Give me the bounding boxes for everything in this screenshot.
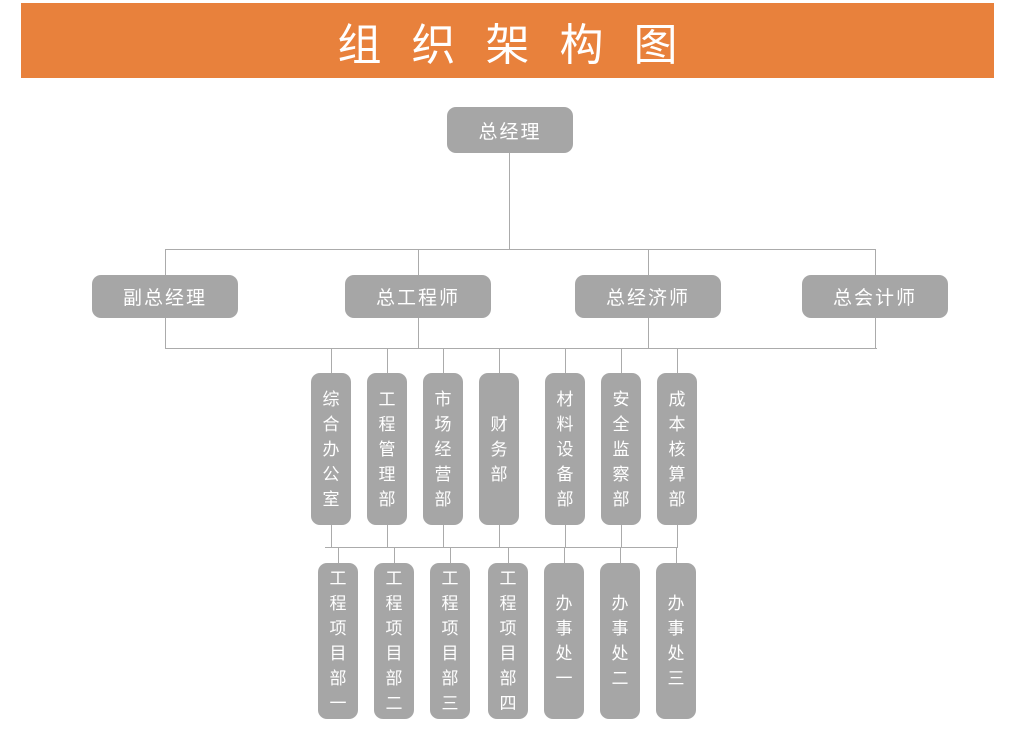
connector-line	[165, 249, 166, 275]
node-project-dept-4: 工程项目部四	[488, 563, 528, 719]
node-finance-dept: 财务部	[479, 373, 519, 525]
connector-line	[331, 525, 332, 547]
node-label: 成本核算部	[668, 389, 686, 509]
connector-line	[621, 348, 622, 373]
connector-line	[565, 525, 566, 547]
connector-line	[621, 525, 622, 547]
connector-line	[565, 348, 566, 373]
node-label: 综合办公室	[322, 389, 340, 509]
node-label: 副总经理	[122, 288, 207, 309]
connector-line	[564, 547, 565, 563]
node-chief-engineer: 总工程师	[345, 275, 491, 318]
node-label: 安全监察部	[612, 389, 630, 509]
page-title: 组织架构图	[337, 20, 708, 70]
node-label: 工程项目部一	[329, 569, 347, 713]
connector-line	[450, 547, 451, 563]
connector-line	[394, 547, 395, 563]
node-deputy-general-manager: 副总经理	[92, 275, 238, 318]
node-label: 办事处二	[611, 594, 629, 688]
connector-line	[648, 249, 649, 275]
node-label: 办事处三	[667, 594, 685, 688]
connector-line	[338, 547, 339, 563]
node-branch-office-2: 办事处二	[600, 563, 640, 719]
title-banner: 组织架构图	[21, 3, 994, 78]
node-branch-office-3: 办事处三	[656, 563, 696, 719]
node-label: 总经济师	[605, 288, 690, 309]
connector-line	[677, 348, 678, 373]
connector-line	[443, 348, 444, 373]
node-label: 市场经营部	[434, 389, 452, 509]
connector-line	[875, 318, 876, 348]
node-label: 材料设备部	[556, 389, 574, 509]
connector-line	[499, 348, 500, 373]
connector-line	[620, 547, 621, 563]
node-label: 财务部	[490, 414, 508, 484]
connector-line	[165, 249, 876, 250]
connector-line	[418, 249, 419, 275]
node-label: 总经理	[478, 121, 542, 143]
connector-line	[648, 318, 649, 348]
node-label: 工程管理部	[378, 389, 396, 509]
node-project-dept-2: 工程项目部二	[374, 563, 414, 719]
node-label: 工程项目部四	[499, 569, 517, 713]
node-materials-equipment-dept: 材料设备部	[545, 373, 585, 525]
node-label: 办事处一	[555, 594, 573, 688]
node-project-dept-3: 工程项目部三	[430, 563, 470, 719]
connector-line	[387, 348, 388, 373]
node-label: 工程项目部二	[385, 569, 403, 713]
node-branch-office-1: 办事处一	[544, 563, 584, 719]
connector-line	[443, 525, 444, 547]
connector-line	[875, 249, 876, 275]
connector-line	[165, 318, 166, 348]
connector-line	[418, 318, 419, 348]
node-label: 总会计师	[832, 288, 917, 309]
node-label: 工程项目部三	[441, 569, 459, 713]
node-safety-supervision-dept: 安全监察部	[601, 373, 641, 525]
connector-line	[676, 547, 677, 563]
connector-line	[677, 525, 678, 547]
node-cost-accounting-dept: 成本核算部	[657, 373, 697, 525]
connector-line	[325, 547, 678, 548]
node-chief-economist: 总经济师	[575, 275, 721, 318]
connector-line	[499, 525, 500, 547]
node-chief-accountant: 总会计师	[802, 275, 948, 318]
node-project-dept-1: 工程项目部一	[318, 563, 358, 719]
connector-line	[387, 525, 388, 547]
connector-line	[508, 547, 509, 563]
connector-line	[509, 153, 510, 249]
node-general-office: 综合办公室	[311, 373, 351, 525]
node-general-manager: 总经理	[447, 107, 573, 153]
node-market-operation-dept: 市场经营部	[423, 373, 463, 525]
node-label: 总工程师	[375, 288, 460, 309]
connector-line	[165, 348, 877, 349]
connector-line	[331, 348, 332, 373]
node-engineering-management-dept: 工程管理部	[367, 373, 407, 525]
